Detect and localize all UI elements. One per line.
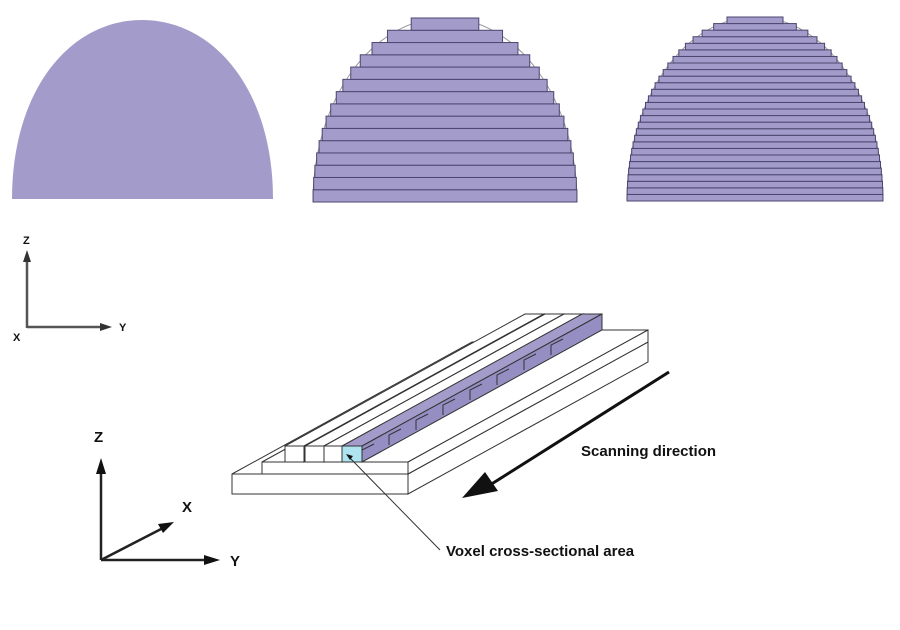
layer-slab [667,62,843,71]
voxel-pointer-icon [346,454,353,460]
z-arrow-icon [23,250,31,262]
axes-3d: Z X Y [94,429,240,570]
axis-z-label: Z [23,235,30,247]
layer-slab [642,108,868,117]
layer-slab [639,115,871,123]
layer-slab [658,75,852,84]
layered-block [231,313,649,495]
layer-slab [316,152,574,166]
axis-x-label: X [13,332,21,344]
layer-slab [359,54,531,68]
layer-slab [634,134,876,143]
layer-slab [692,36,818,44]
voxel-step [442,398,456,415]
layer-slab [627,174,883,182]
layer-slab [629,154,881,163]
layer-slab [662,69,848,77]
voxel-step [415,413,429,430]
layer-slab [726,16,784,25]
layer-slab [627,180,883,189]
layer-slab [635,128,875,136]
layer-slab [330,103,560,117]
y-arrow-icon [204,555,220,565]
layer-slab [647,95,863,103]
voxel-step [361,443,375,460]
voxel-step [469,383,483,400]
axis-y-label: Y [230,553,240,570]
layer-slab [386,29,504,44]
layer-slab [325,115,565,129]
layer-slab [654,82,856,90]
layer-slab [684,42,826,51]
z-arrow-icon [96,458,106,474]
arrowhead-icon [462,472,498,498]
layer-slab [313,176,577,191]
coarse-layered-dome [312,17,578,203]
solid-dome [12,20,273,199]
layer-slab [672,55,838,64]
x-arrow-icon [158,522,174,533]
layer-slab [637,121,873,130]
fine-layered-dome [626,16,884,202]
voxel-step [388,428,402,445]
layer-slab [312,189,578,203]
layer-slab [631,147,879,156]
highlighted-voxel-track [341,313,603,463]
layer-slab [632,141,878,149]
layer-slab [645,101,865,110]
layer-slab [321,127,569,142]
layer-slab [713,23,797,31]
axis-y-label: Y [119,322,127,334]
layer-slab [626,187,884,195]
layer-slab [410,17,480,31]
layer-slab [678,49,832,57]
layer-slab [701,29,809,38]
layer-slab [628,167,882,176]
layer-slab [626,193,884,202]
y-arrow-icon [100,323,112,331]
voxel-step [523,353,537,370]
layer-slab [628,161,882,169]
layer-slab [350,66,540,80]
voxel-leader-line [348,456,441,551]
layer-slab [335,91,555,105]
axis-z-label: Z [94,429,103,446]
axis-x-label: X [182,499,192,516]
layer-slab [342,78,548,93]
voxel-area-label: Voxel cross-sectional area [446,543,635,560]
scanning-direction-label: Scanning direction [581,443,716,460]
voxel-step [550,338,564,355]
layer-slab [318,140,572,154]
axes-2d: Z X Y [13,235,127,344]
voxel-step [496,368,510,385]
scanning-direction-arrow [462,370,670,498]
layer-slab [651,88,859,97]
layer-slab [371,42,519,56]
layer-slab [314,164,576,178]
